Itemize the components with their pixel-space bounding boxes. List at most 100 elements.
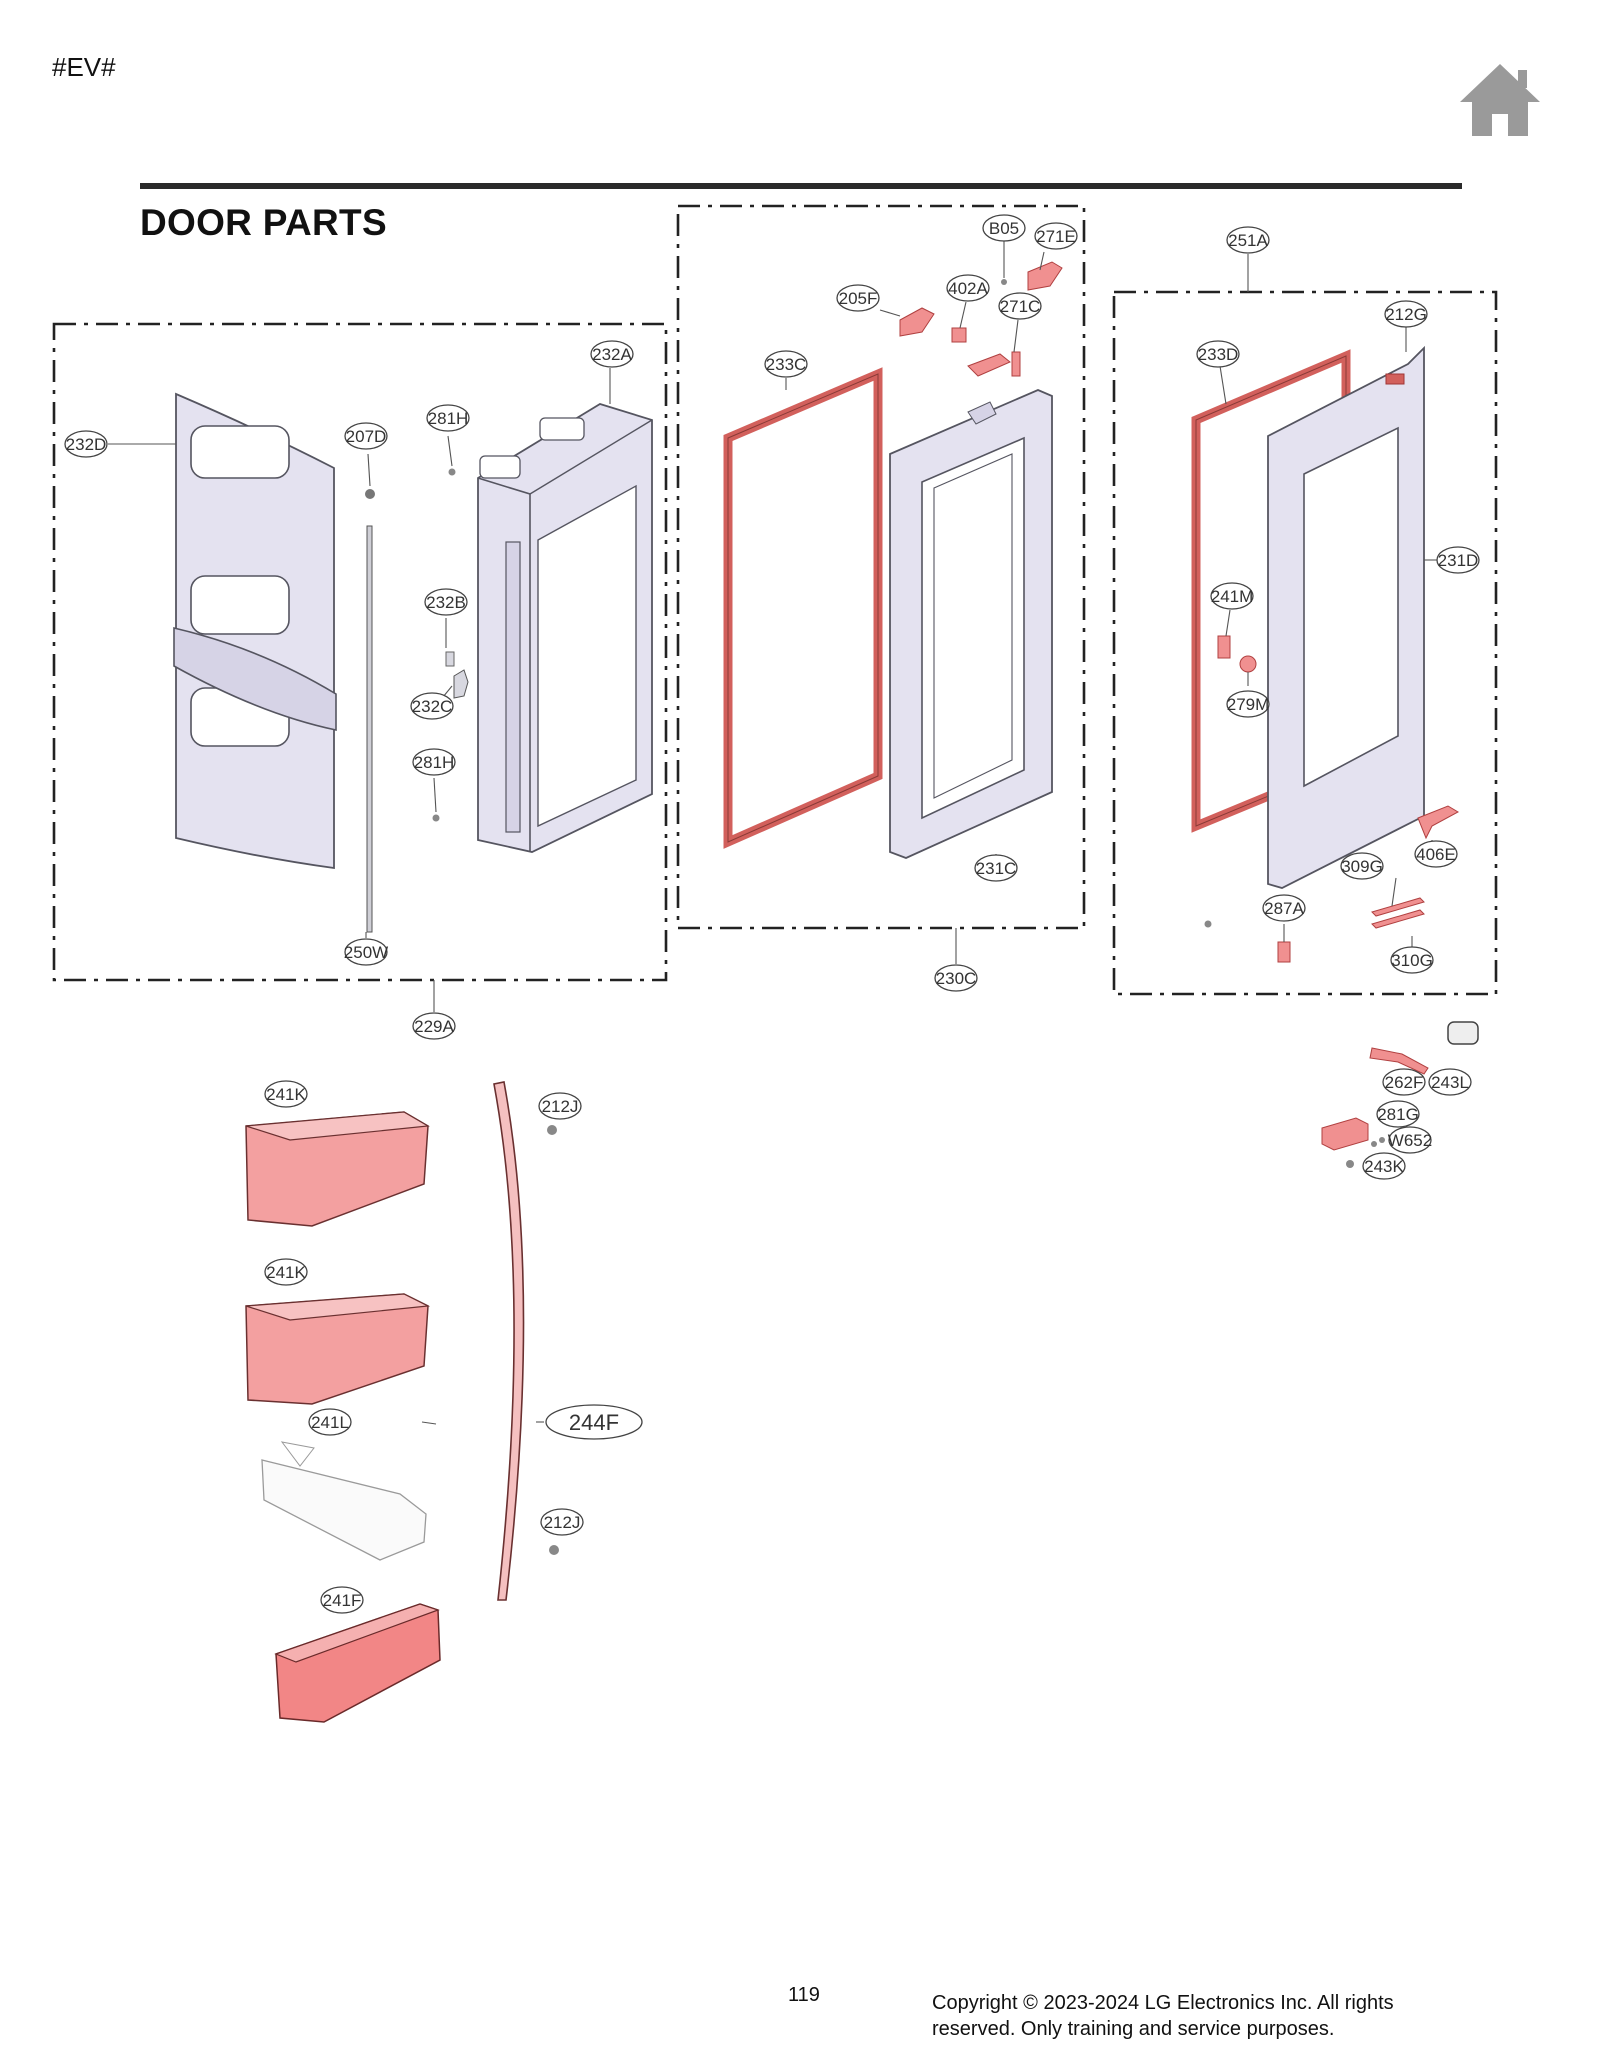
balloon-402a: 402A [946, 274, 990, 302]
balloon-231d: 231D [1436, 546, 1480, 574]
balloon-233d: 233D [1196, 340, 1240, 368]
svg-text:232B: 232B [426, 593, 466, 612]
part-262f [1369, 1047, 1429, 1075]
svg-text:406E: 406E [1416, 845, 1456, 864]
svg-text:309G: 309G [1341, 857, 1383, 876]
copyright-notice: Copyright © 2023-2024 LG Electronics Inc… [932, 1992, 1394, 2040]
svg-text:212J: 212J [544, 1513, 581, 1532]
balloon-310g: 310G [1390, 946, 1434, 974]
svg-text:212G: 212G [1385, 305, 1427, 324]
svg-text:233D: 233D [1198, 345, 1239, 364]
door-liner-232a [477, 403, 653, 853]
balloon-243k: 243K [1362, 1152, 1406, 1180]
svg-text:310G: 310G [1391, 951, 1433, 970]
balloon-w652: W652 [1388, 1126, 1432, 1154]
balloon-232d: 232D [64, 430, 108, 458]
balloon-271c: 271C [998, 292, 1042, 320]
svg-text:212J: 212J [542, 1097, 579, 1116]
svg-text:251A: 251A [1228, 231, 1268, 250]
door-panel-232d [173, 392, 337, 870]
screw-212j-bottom [549, 1545, 559, 1555]
svg-text:207D: 207D [346, 427, 387, 446]
balloon-251a: 251A [1226, 226, 1270, 254]
svg-text:B05: B05 [989, 219, 1019, 238]
part-232b [445, 651, 455, 667]
svg-text:279M: 279M [1227, 695, 1270, 714]
balloon-212g: 212G [1384, 300, 1428, 328]
balloon-406e: 406E [1414, 840, 1458, 868]
balloon-287a: 287A [1262, 894, 1306, 922]
part-w652 [1371, 1137, 1385, 1147]
part-232c [453, 669, 469, 699]
part-402a [951, 327, 967, 343]
screw-281h-top [448, 468, 456, 476]
screw-281h-bottom [432, 814, 440, 822]
leader-lines [108, 240, 1438, 1425]
door-outer-231d [1267, 345, 1425, 889]
document-code: #EV# [52, 52, 116, 82]
page-number: 119 [788, 1984, 820, 2006]
svg-text:287A: 287A [1264, 899, 1304, 918]
bin-241l [261, 1441, 427, 1561]
group-box-251a [1112, 290, 1498, 996]
svg-text:230C: 230C [936, 969, 977, 988]
door-frame-231c [889, 389, 1053, 859]
balloon-243l: 243L [1428, 1068, 1472, 1096]
balloon-241m: 241M [1210, 582, 1254, 610]
part-241m [1217, 635, 1231, 659]
part-281g [1321, 1117, 1369, 1151]
part-243l [1447, 1021, 1479, 1045]
screw-207d [365, 489, 375, 499]
balloon-244f: 244F [545, 1404, 643, 1440]
balloon-232b: 232B [424, 588, 468, 616]
balloon-232c: 232C [410, 692, 454, 720]
svg-text:243K: 243K [1364, 1157, 1404, 1176]
balloon-241f: 241F [320, 1586, 364, 1614]
svg-text:205F: 205F [839, 289, 878, 308]
svg-text:W652: W652 [1388, 1131, 1432, 1150]
part-271e [1027, 261, 1063, 291]
group-box-229a [52, 322, 668, 982]
gasket-233c [723, 367, 883, 849]
svg-text:232A: 232A [592, 345, 632, 364]
home-icon[interactable] [1458, 62, 1542, 138]
svg-text:231D: 231D [1438, 551, 1479, 570]
balloon-231c: 231C [974, 854, 1018, 882]
balloon-281h-top: 281H [426, 404, 470, 432]
part-279m [1239, 655, 1257, 673]
svg-text:231C: 231C [976, 859, 1017, 878]
balloon-212j-top: 212J [538, 1092, 582, 1120]
svg-text:232D: 232D [66, 435, 107, 454]
svg-text:241F: 241F [323, 1591, 362, 1610]
balloon-230c: 230C [934, 964, 978, 992]
balloon-309g: 309G [1340, 852, 1384, 880]
balloon-281g: 281G [1376, 1100, 1420, 1128]
part-287a [1277, 941, 1291, 963]
part-balloons: 232D 207D 281H 232A 232B 232C 281H 250W … [64, 214, 1480, 1614]
svg-text:241L: 241L [311, 1413, 349, 1432]
svg-text:271E: 271E [1036, 227, 1076, 246]
svg-text:233C: 233C [766, 355, 807, 374]
part-243k [1346, 1160, 1354, 1168]
bin-241k-top [245, 1111, 430, 1227]
svg-text:281H: 281H [428, 409, 469, 428]
balloon-205f: 205F [836, 284, 880, 312]
balloon-229a: 229A [412, 1012, 456, 1040]
balloon-281h-bottom: 281H [412, 748, 456, 776]
screw-right [1204, 920, 1212, 928]
part-205f [899, 307, 935, 337]
svg-text:243L: 243L [1431, 1073, 1469, 1092]
balloon-233c: 233C [764, 350, 808, 378]
svg-text:229A: 229A [414, 1017, 454, 1036]
svg-text:262F: 262F [1385, 1073, 1424, 1092]
part-406e [1417, 805, 1460, 840]
strip-250w [366, 525, 373, 933]
bin-241k-bottom [245, 1293, 431, 1405]
balloon-232a: 232A [590, 340, 634, 368]
svg-text:250W: 250W [344, 943, 388, 962]
svg-text:232C: 232C [412, 697, 453, 716]
balloon-241k-top: 241K [264, 1080, 308, 1108]
balloon-271e: 271E [1034, 222, 1078, 250]
part-271c [967, 351, 1021, 377]
